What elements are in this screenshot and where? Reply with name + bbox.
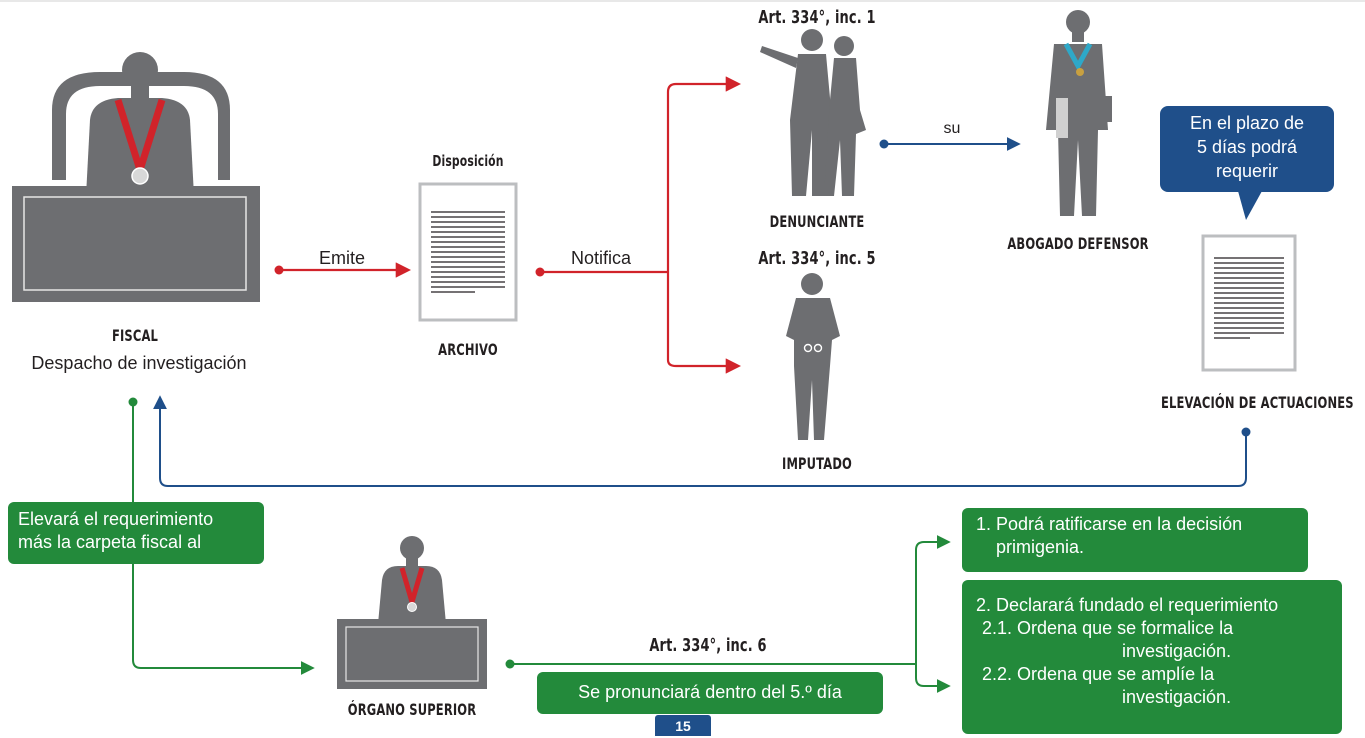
notifica-arrow bbox=[535, 76, 742, 374]
imputado-handcuffed-icon bbox=[786, 273, 840, 440]
emite-label: Emite bbox=[318, 248, 365, 268]
denunciante-article: Art. 334°, inc. 1 bbox=[758, 7, 876, 28]
return-to-fiscal-line bbox=[153, 395, 1251, 487]
plazo-line-3: requerir bbox=[1215, 161, 1279, 181]
pronunciara-text: Se pronunciará dentro del 5.º día bbox=[578, 682, 842, 702]
elevacion-label: ELEVACIÓN DE ACTUACIONES bbox=[1161, 393, 1354, 412]
organo-superior-judge-icon bbox=[337, 536, 487, 689]
organo-article: Art. 334°, inc. 6 bbox=[649, 635, 767, 656]
plazo-line-1: En el plazo de bbox=[1189, 113, 1305, 133]
fiscal-to-organo-line bbox=[128, 397, 315, 675]
elevacion-document-icon bbox=[1201, 234, 1297, 372]
notifica-label: Notifica bbox=[570, 248, 632, 268]
elevara-box: Elevará el requerimiento más la carpeta … bbox=[8, 502, 264, 564]
fiscal-subtitle: Despacho de investigación bbox=[31, 353, 247, 373]
archivo-label: ARCHIVO bbox=[438, 340, 498, 359]
archivo-header: Disposición bbox=[432, 152, 504, 170]
outcome-2-line-3: investigación. bbox=[1122, 641, 1232, 661]
plazo-bubble-pointer bbox=[1238, 191, 1262, 220]
denunciante-label: DENUNCIANTE bbox=[769, 212, 865, 231]
outcome-2-box: 2. Declarará fundado el requerimiento 2.… bbox=[962, 580, 1342, 734]
outcome-1-line-2: primigenia. bbox=[996, 537, 1085, 557]
archivo-document-icon bbox=[418, 182, 518, 322]
emite-arrow bbox=[274, 262, 412, 278]
organo-to-outcomes-line bbox=[505, 535, 951, 693]
su-label: su bbox=[943, 120, 961, 137]
outcome-2-line-5: investigación. bbox=[1122, 687, 1232, 707]
outcome-1-line-1: 1. Podrá ratificarse en la decisión bbox=[976, 514, 1243, 534]
denunciante-couple-icon bbox=[760, 29, 866, 196]
outcome-2-line-2: 2.1. Ordena que se formalice la bbox=[982, 618, 1234, 638]
imputado-article: Art. 334°, inc. 5 bbox=[758, 248, 876, 269]
fiscal-title: FISCAL bbox=[111, 326, 159, 345]
elevara-line-1: Elevará el requerimiento bbox=[18, 509, 214, 529]
abogado-lawyer-icon bbox=[1046, 10, 1112, 216]
elevara-line-2: más la carpeta fiscal al bbox=[18, 532, 202, 552]
su-arrow bbox=[879, 137, 1021, 151]
abogado-label: ABOGADO DEFENSOR bbox=[1007, 234, 1149, 253]
outcome-1-box: 1. Podrá ratificarse en la decisión prim… bbox=[962, 508, 1308, 572]
organo-label: ÓRGANO SUPERIOR bbox=[347, 700, 477, 719]
outcome-2-line-1: 2. Declarará fundado el requerimiento bbox=[976, 595, 1279, 615]
plazo-bubble: En el plazo de 5 días podrá requerir bbox=[1160, 106, 1334, 192]
outcome-2-line-4: 2.2. Ordena que se amplíe la bbox=[982, 664, 1215, 684]
pronunciara-box: Se pronunciará dentro del 5.º día bbox=[537, 672, 883, 714]
fiscal-desk-icon bbox=[12, 52, 260, 302]
plazo-line-2: 5 días podrá bbox=[1196, 137, 1298, 157]
page-number: 15 bbox=[655, 715, 711, 736]
imputado-label: IMPUTADO bbox=[782, 454, 852, 473]
